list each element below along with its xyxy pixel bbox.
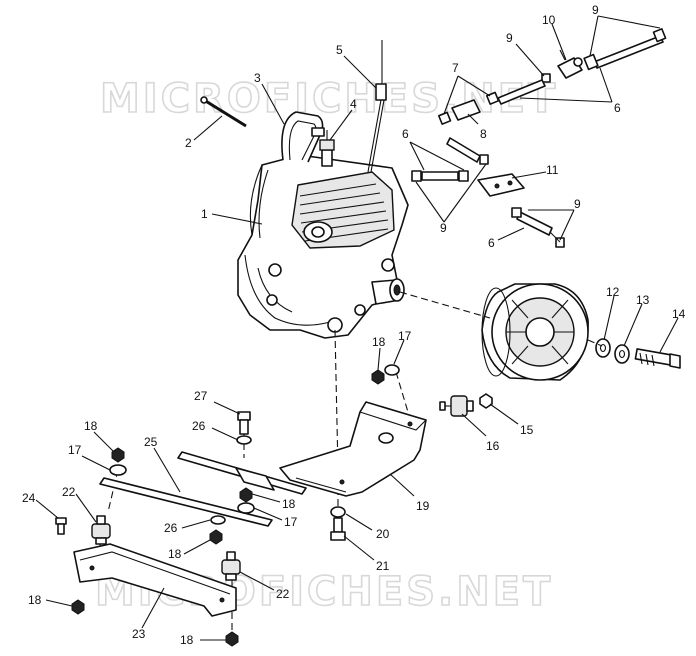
callout-14: 14	[672, 307, 686, 321]
callout-24: 24	[22, 491, 36, 505]
callout-1: 1	[201, 207, 208, 221]
callout-9-top-left: 9	[506, 31, 513, 45]
clutch-assembly	[481, 283, 681, 381]
part-18-nut-left	[111, 447, 125, 463]
callout-23: 23	[132, 627, 146, 641]
part-26-washer-lower	[210, 515, 226, 525]
callout-27: 27	[194, 389, 208, 403]
part-18-nut-lower-mid	[209, 529, 223, 545]
callout-5: 5	[336, 43, 343, 57]
callout-labels: 1 2 3 4 5 6 6 6 7 8 9 9 9 9 10 11 12 13 …	[22, 3, 686, 647]
callout-4: 4	[350, 97, 357, 111]
leader-lines	[35, 15, 679, 641]
callout-15: 15	[520, 423, 534, 437]
part-25-strap	[99, 451, 307, 527]
axis-washer-17	[107, 469, 119, 513]
callout-9-right: 9	[574, 197, 581, 211]
callout-11: 11	[546, 163, 559, 177]
axis-stud	[395, 371, 409, 413]
part-18-nut-mid	[239, 487, 253, 503]
callout-26-lower: 26	[164, 521, 178, 535]
callout-25: 25	[144, 435, 158, 449]
part-3-tube	[281, 111, 325, 163]
part-18-nut-bottom-right	[225, 631, 239, 647]
callout-9-top-right: 9	[592, 3, 599, 17]
callout-18-bottom-left: 18	[28, 593, 42, 607]
part-27-bolt	[237, 411, 251, 435]
part-17-washer-mid	[237, 502, 255, 514]
part-15-nut	[479, 393, 493, 409]
callout-18-mid: 18	[282, 497, 296, 511]
watermark-top: MICROFICHES.NET	[100, 76, 558, 122]
callout-18-upper: 18	[372, 335, 386, 349]
callout-7: 7	[452, 61, 459, 75]
axis-engine-mount	[334, 329, 339, 471]
callout-8: 8	[480, 127, 487, 141]
callout-26-upper: 26	[192, 419, 206, 433]
part-4-spark-plug	[319, 130, 335, 167]
callout-13: 13	[636, 293, 650, 307]
callout-6-lower: 6	[488, 236, 495, 250]
callout-2: 2	[185, 136, 192, 150]
part-18-nut-upper	[371, 369, 385, 385]
part-19-engine-plate	[279, 401, 427, 497]
part-26-washer-upper	[236, 435, 252, 445]
callout-18-left: 18	[84, 419, 98, 433]
part-16-rubber-mount	[439, 395, 474, 417]
callout-6-mid: 6	[402, 127, 409, 141]
callout-22-right: 22	[276, 587, 290, 601]
callout-16: 16	[486, 439, 500, 453]
callout-22-left: 22	[62, 485, 76, 499]
callout-10: 10	[542, 13, 556, 27]
callout-3: 3	[254, 71, 261, 85]
callout-19: 19	[416, 499, 430, 513]
part-21-bolt	[330, 517, 346, 541]
callout-6-top: 6	[614, 101, 621, 115]
part-22-mount-right	[221, 551, 241, 581]
engine-assembly	[237, 154, 409, 339]
part-17-washer-upper	[384, 364, 400, 376]
part-2-pin	[200, 96, 247, 128]
fuel-line-assembly	[411, 28, 667, 248]
part-23-bracket	[73, 543, 237, 617]
axis-clutch	[587, 339, 603, 347]
callout-18-bottom-right: 18	[180, 633, 194, 647]
part-17-washer-left	[109, 464, 127, 476]
callout-9-mid: 9	[440, 221, 447, 235]
part-22-mount-left	[91, 515, 111, 545]
callout-17-mid: 17	[284, 515, 298, 529]
part-5-cable	[367, 40, 387, 173]
callout-12: 12	[606, 285, 620, 299]
callout-21: 21	[376, 559, 390, 573]
callout-18-lower-mid: 18	[168, 547, 182, 561]
part-20-washer	[330, 506, 346, 518]
callout-17-upper: 17	[398, 329, 412, 343]
callout-20: 20	[376, 527, 390, 541]
part-24-bolt	[55, 517, 67, 535]
callout-17-left: 17	[68, 443, 82, 457]
part-18-nut-bottom-left	[71, 599, 85, 615]
axis-pto	[399, 291, 491, 319]
